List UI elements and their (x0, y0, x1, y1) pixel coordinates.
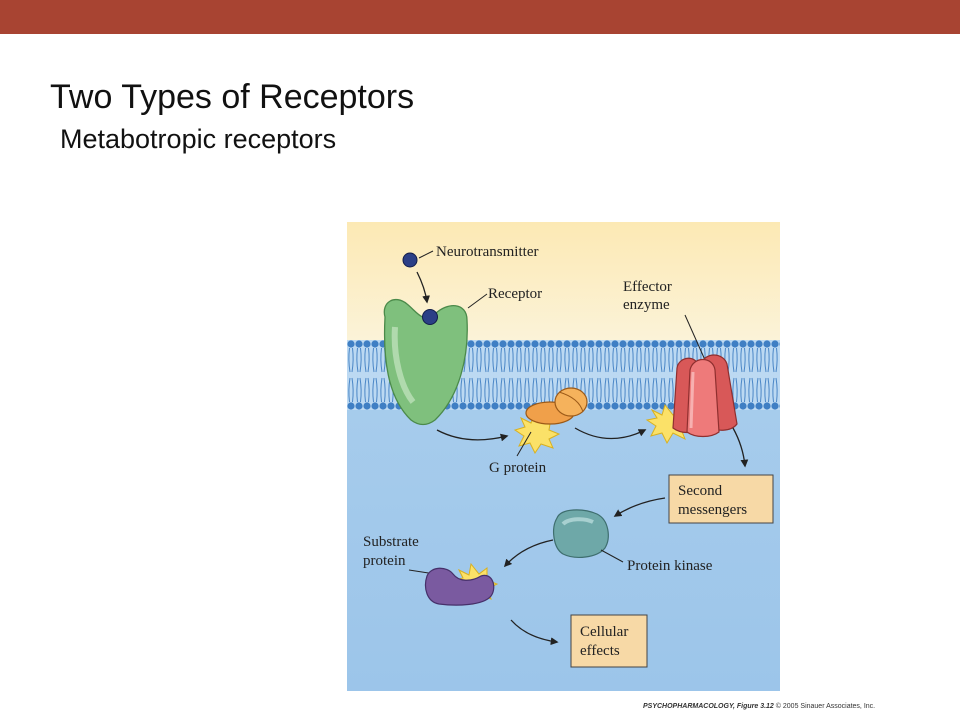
substrate-protein (424, 567, 495, 606)
second-messengers-line1: Second (678, 483, 723, 499)
second-messengers-line2: messengers (678, 502, 747, 518)
second-messengers-box (668, 474, 774, 524)
bound-neurotransmitter (422, 309, 438, 325)
arrow-g-protein-to-effector (574, 427, 647, 440)
effector-label-line2: enzyme (623, 297, 670, 313)
slide-subtitle: Metabotropic receptors (60, 124, 337, 154)
arrow-second-messengers-to-kinase (613, 497, 666, 517)
slide-title: Two Types of Receptors (50, 78, 415, 116)
arrow-effector-to-second-messengers (732, 427, 749, 468)
protein-kinase-leader (600, 549, 624, 563)
g-protein-leader (516, 431, 532, 457)
receptor-leader (467, 293, 488, 309)
neurotransmitter-leader (418, 250, 434, 259)
receptor-highlight (391, 326, 416, 404)
cellular-effects-line1: Cellular (580, 624, 628, 640)
neurotransmitter-molecule (402, 252, 418, 268)
protein-kinase (553, 509, 609, 558)
substrate-label-line2: protein (363, 553, 406, 569)
protein-kinase-label: Protein kinase (627, 558, 713, 574)
cell-background (347, 222, 780, 691)
credit-copyright: © 2005 Sinauer Associates, Inc. (775, 703, 876, 710)
arrow-kinase-to-substrate (503, 539, 554, 568)
cellular-effects-box (570, 614, 648, 668)
accent-bar (0, 0, 960, 34)
effector-enzyme (672, 354, 738, 438)
effector-label-line1: Effector (623, 279, 672, 295)
g-protein-label: G protein (489, 460, 547, 476)
figure-credit: PSYCHOPHARMACOLOGY, Figure 3.12 © 2005 S… (643, 703, 875, 710)
g-protein (525, 387, 588, 425)
receptor-label: Receptor (488, 286, 542, 302)
arrow-substrate-to-cellular-effects (510, 619, 559, 646)
substrate-label-line1: Substrate (363, 534, 419, 550)
effector-leader (684, 314, 706, 361)
binding-arrow (416, 271, 430, 304)
protein-kinase-highlight (561, 517, 594, 526)
arrow-receptor-to-g-protein (436, 429, 509, 442)
metabotropic-receptor-diagram: Neurotransmitter Receptor Effector enzym… (347, 222, 780, 691)
cellular-effects-line2: effects (580, 643, 620, 659)
credit-source: PSYCHOPHARMACOLOGY, Figure 3.12 (643, 703, 774, 710)
neurotransmitter-label: Neurotransmitter (436, 244, 538, 260)
